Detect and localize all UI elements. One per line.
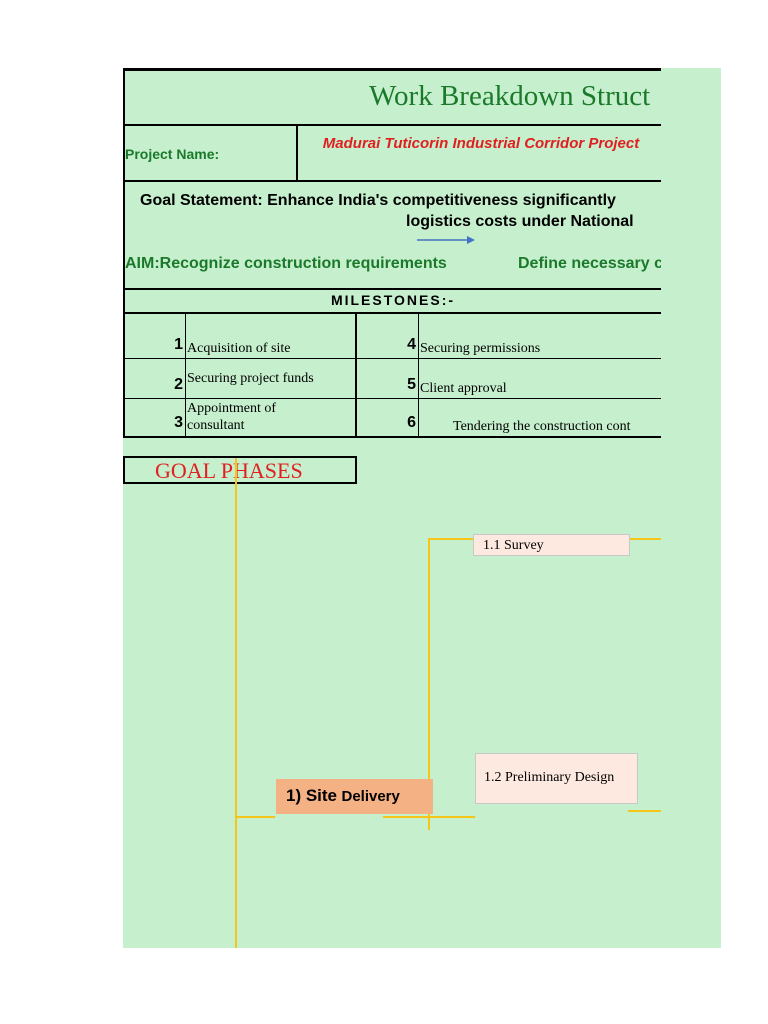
connector-line (428, 538, 430, 830)
milestone-number: 1 (174, 336, 183, 353)
connector-line (235, 816, 275, 818)
arrow-right-icon (417, 236, 475, 244)
goal-statement-line1: Goal Statement: Enhance India's competit… (140, 192, 616, 209)
milestones-header-row (123, 288, 661, 314)
connector-line (235, 458, 237, 948)
milestone-text: Appointment of consultant (187, 401, 277, 433)
milestone-text: Securing permissions (420, 341, 541, 356)
milestone-text: Securing project funds (187, 371, 314, 386)
grid-line (123, 358, 661, 359)
milestone-text: Tendering the construction cont (453, 419, 631, 434)
milestone-text: Client approval (420, 381, 507, 396)
survey-box: 1.1 Survey (473, 534, 630, 556)
preliminary-design-box: 1.2 Preliminary Design (475, 753, 638, 804)
goal-phases-box (123, 456, 357, 484)
title-row (123, 68, 661, 124)
milestone-number: 2 (174, 376, 183, 393)
milestones-heading: MILESTONES:- (330, 292, 456, 308)
milestone-text: Acquisition of site (187, 341, 291, 356)
grid-line (123, 398, 661, 399)
goal-phases-heading: GOAL PHASES (155, 458, 303, 483)
project-name-divider (296, 124, 298, 182)
survey-label: 1.1 Survey (483, 538, 544, 553)
connector-line (428, 538, 473, 540)
aim-text-secondary: Define necessary c (518, 255, 661, 272)
grid-line (355, 314, 357, 438)
grid-line (123, 436, 661, 438)
milestone-number: 4 (407, 336, 416, 353)
aim-text: AIM:Recognize construction requirements (125, 255, 447, 272)
preliminary-design-label: 1.2 Preliminary Design (484, 770, 615, 785)
grid-line (185, 314, 186, 438)
goal-statement-line2: logistics costs under National (406, 213, 634, 230)
site-delivery-number: 1) Site (286, 786, 338, 805)
connector-line (628, 810, 661, 812)
project-name-row (123, 124, 661, 182)
connector-line (630, 538, 661, 540)
page-title: Work Breakdown Struct (369, 80, 651, 112)
grid-line (418, 314, 419, 438)
worksheet-clip: Work Breakdown Struct Project Name: Madu… (123, 68, 661, 948)
goal-statement-box (123, 182, 661, 290)
project-name-label: Project Name: (125, 146, 220, 162)
connector-line (383, 816, 475, 818)
site-delivery-label: Delivery (341, 788, 400, 805)
project-name-value: Madurai Tuticorin Industrial Corridor Pr… (322, 135, 640, 152)
milestone-number: 3 (174, 414, 183, 431)
milestones-table: 1 Acquisition of site 2 Securing project… (123, 314, 661, 438)
worksheet-canvas: Work Breakdown Struct Project Name: Madu… (123, 68, 721, 948)
site-delivery-box: 1) Site Delivery (276, 779, 433, 814)
milestone-number: 6 (407, 414, 416, 431)
milestone-number: 5 (407, 376, 416, 393)
grid-line (123, 314, 125, 438)
